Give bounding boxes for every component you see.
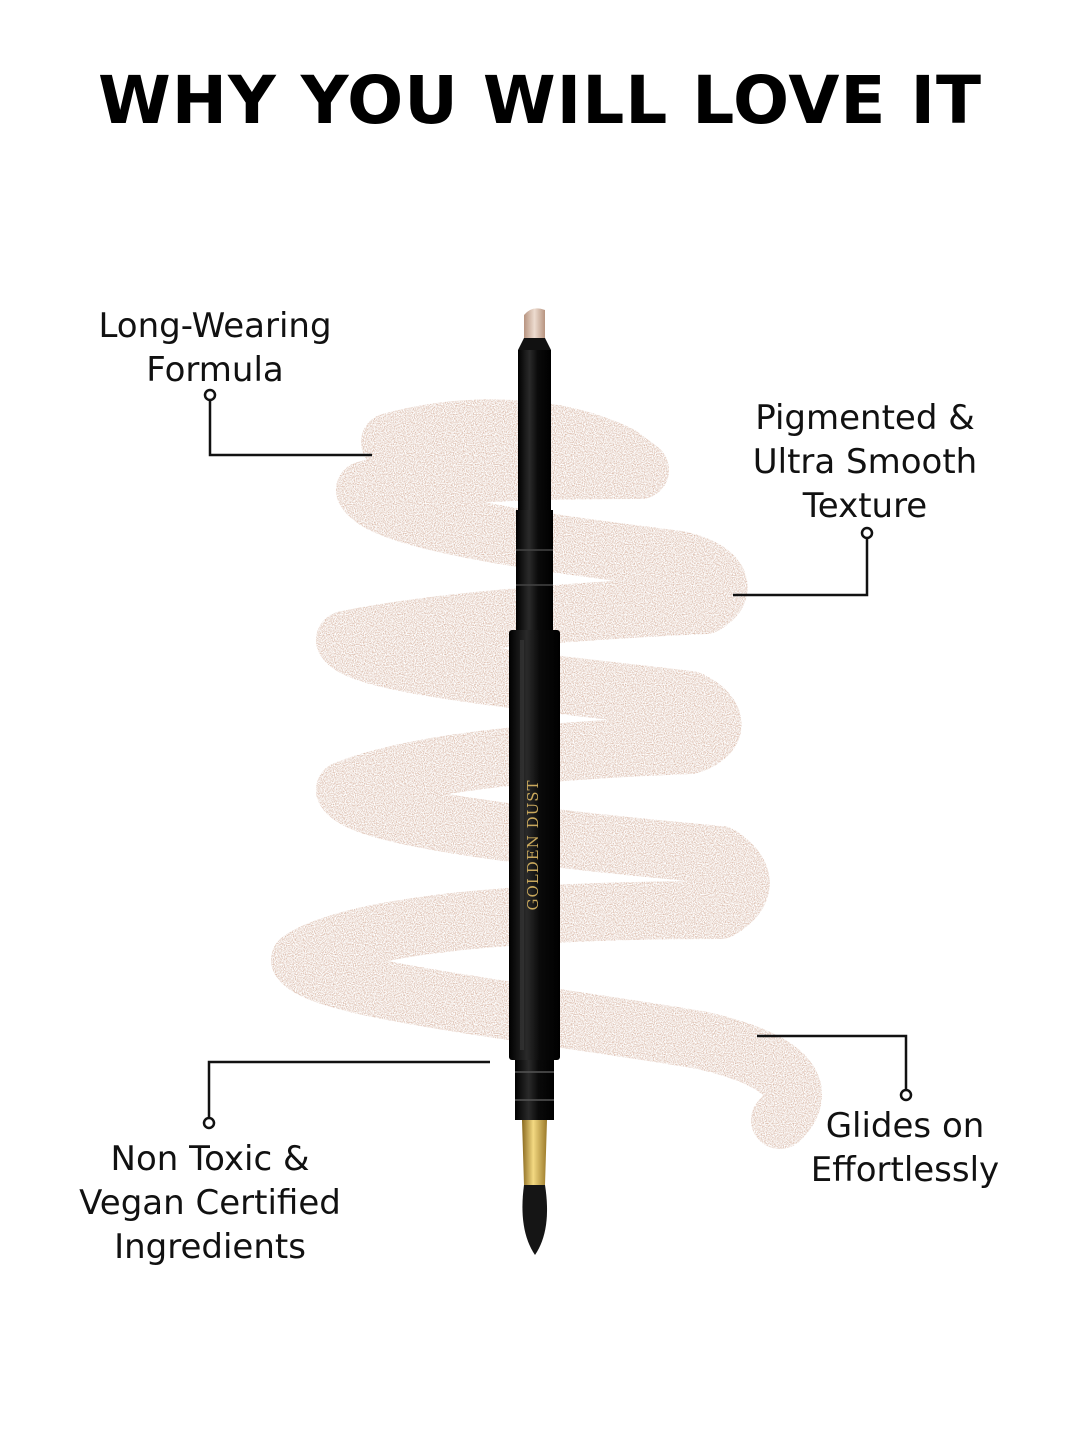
shade-name-label: GOLDEN DUST [524, 779, 542, 911]
feature-non-toxic: Non Toxic & Vegan Certified Ingredients [40, 1137, 380, 1269]
feature-line: Pigmented & [755, 398, 975, 438]
callout-glides [757, 1034, 913, 1102]
pencil [509, 308, 560, 1255]
feature-line: Ingredients [114, 1227, 306, 1267]
callout-pigmented [733, 526, 874, 597]
feature-long-wearing: Long-Wearing Formula [60, 304, 370, 392]
callout-non-toxic [202, 1060, 490, 1130]
feature-line: Vegan Certified [79, 1183, 341, 1223]
feature-line: Ultra Smooth [752, 442, 978, 482]
feature-pigmented: Pigmented & Ultra Smooth Texture [720, 396, 1010, 528]
callout-long-wearing [203, 388, 372, 457]
feature-glides: Glides on Effortlessly [780, 1104, 1030, 1192]
feature-line: Glides on [825, 1106, 985, 1146]
feature-line: Non Toxic & [110, 1139, 310, 1179]
feature-line: Texture [802, 486, 928, 526]
feature-line: Effortlessly [810, 1150, 1000, 1190]
feature-line: Long-Wearing [98, 306, 332, 346]
page-title: WHY YOU WILL LOVE IT [97, 62, 983, 139]
swatch-stroke [271, 399, 822, 1149]
feature-line: Formula [146, 350, 284, 390]
